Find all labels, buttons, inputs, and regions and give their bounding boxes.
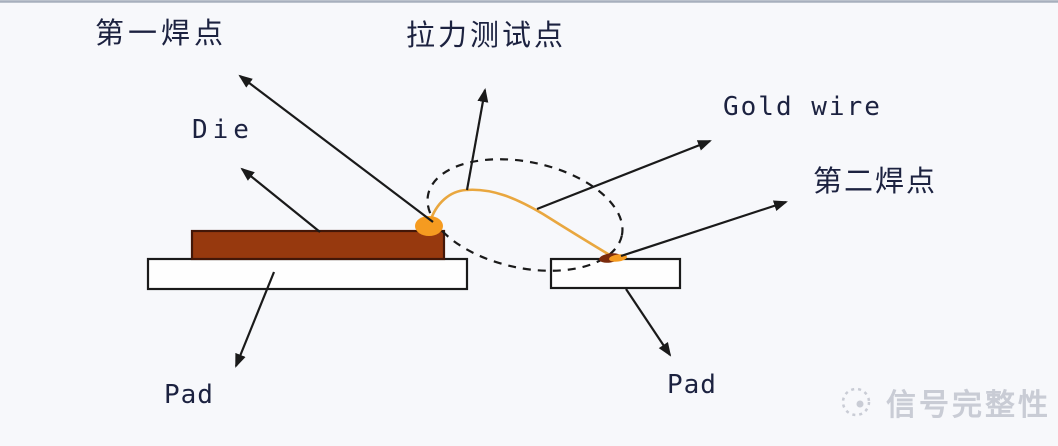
label-pull-test-point: 拉力测试点 — [406, 20, 567, 52]
watermark: 信号完整性 — [838, 380, 1051, 424]
right-pad-rect — [549, 257, 682, 290]
left-pad-rect — [146, 257, 469, 291]
arrow-second-bond — [620, 200, 788, 258]
arrow-first-bond — [238, 74, 434, 223]
arrow-pad-right — [625, 288, 672, 357]
die-rect — [190, 229, 446, 261]
watermark-text: 信号完整性 — [886, 389, 1051, 422]
ball-bond — [415, 216, 443, 236]
label-first-bond: 第一焊点 — [95, 18, 228, 50]
loop-highlight-ellipse — [426, 158, 624, 272]
arrow-die — [240, 167, 321, 233]
label-pad-left: Pad — [164, 380, 214, 410]
label-gold-wire: Gold wire — [723, 92, 882, 122]
label-die: Die — [192, 115, 254, 145]
label-second-bond: 第二焊点 — [813, 166, 938, 198]
watermark-logo-icon — [841, 387, 871, 417]
arrow-pad-left — [234, 271, 276, 368]
label-pad-right: Pad — [667, 370, 717, 400]
arrow-pull-test — [465, 88, 489, 191]
gold-wire-path — [428, 188, 614, 259]
arrow-gold-wire — [536, 139, 712, 211]
